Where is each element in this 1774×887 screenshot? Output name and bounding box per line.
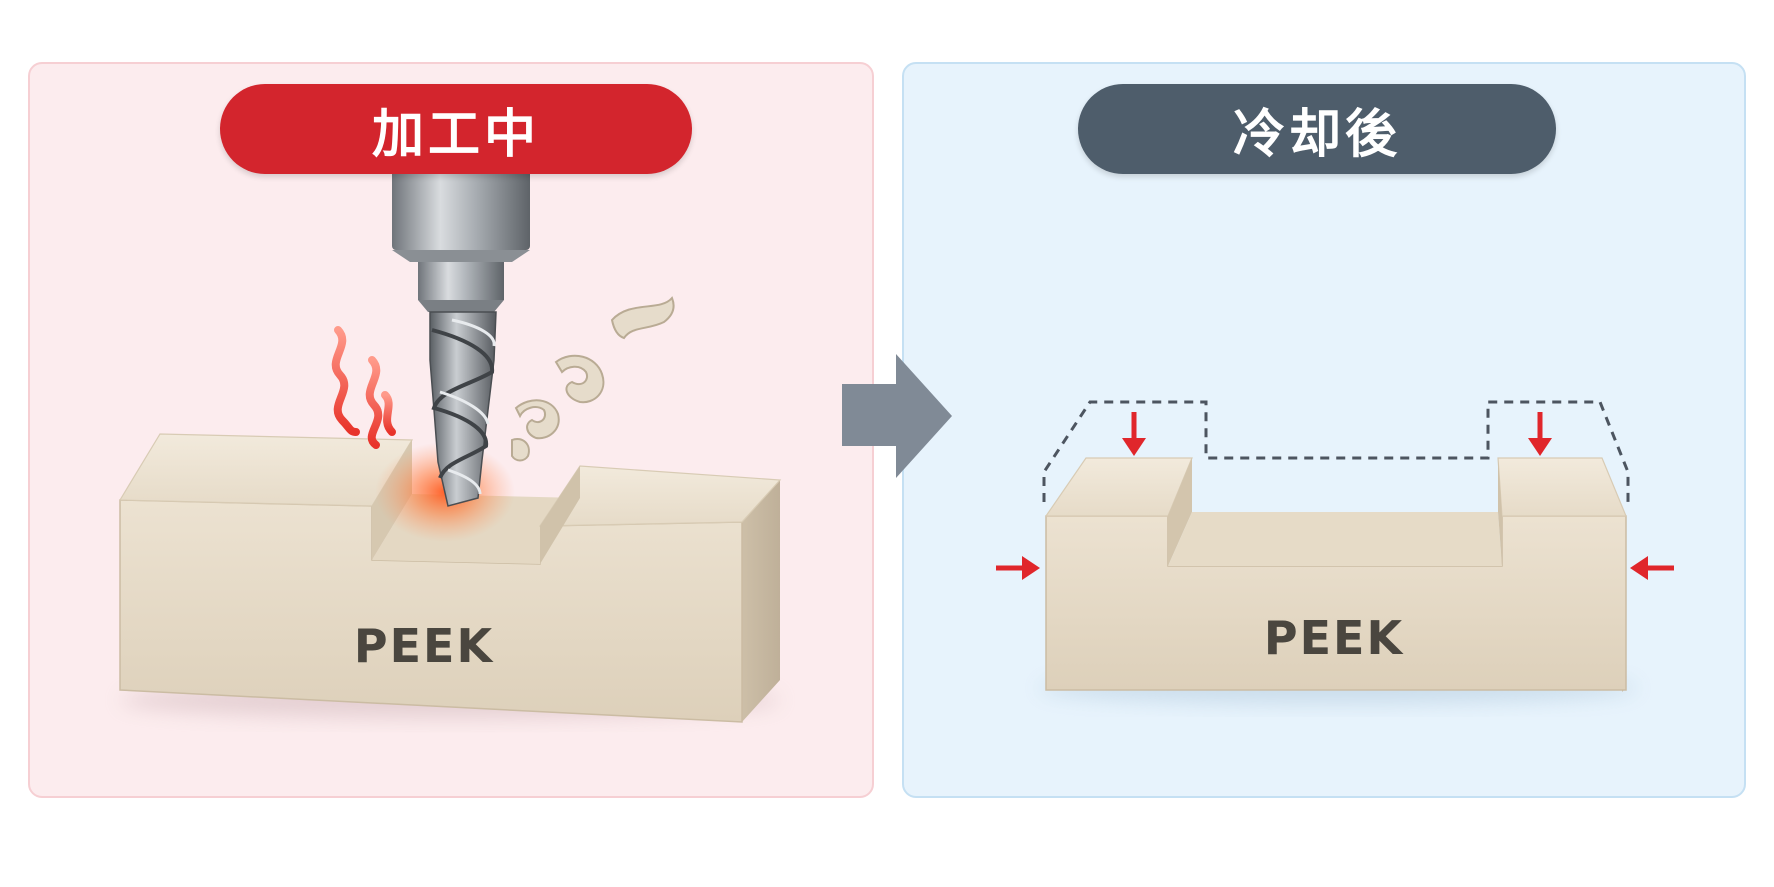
heat-waves-icon: [331, 326, 396, 449]
cooled-block: PEEK: [1038, 400, 1638, 704]
notch-right-wall: [540, 466, 580, 564]
original-outline: [1042, 400, 1630, 502]
shrink-arrows-icon: [996, 412, 1674, 580]
machining-label-pill: 加工中: [220, 84, 692, 174]
arrow-right-icon: [842, 354, 952, 478]
block-side-face: [742, 480, 780, 722]
peek-label-right: PEEK: [1264, 611, 1405, 665]
block-top-left: [118, 433, 414, 507]
cooled-label-pill: 冷却後: [1078, 84, 1556, 174]
end-mill-icon: [392, 162, 530, 507]
chips-icon: [511, 296, 675, 462]
peek-label-left: PEEK: [354, 619, 495, 673]
